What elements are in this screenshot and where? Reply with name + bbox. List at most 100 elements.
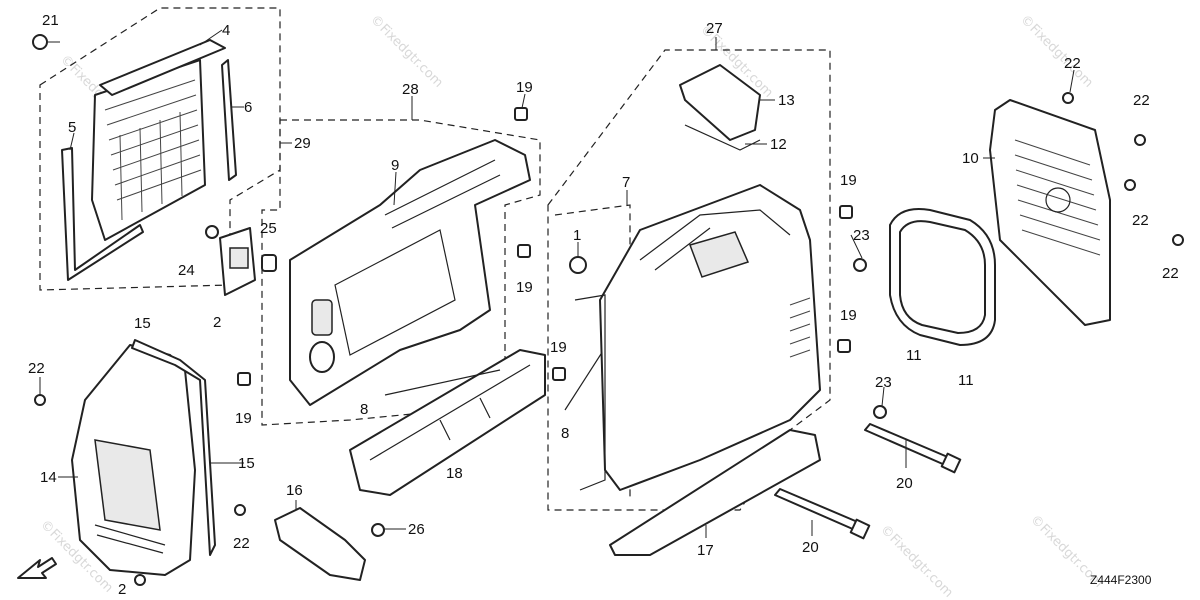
nut-23b bbox=[873, 405, 887, 419]
skirt-17 bbox=[609, 429, 821, 556]
callout-20: 20 bbox=[802, 539, 819, 556]
part-lower-rail bbox=[349, 349, 546, 496]
callout-23: 23 bbox=[853, 227, 870, 244]
callout-15: 15 bbox=[238, 455, 255, 472]
leader bbox=[1069, 69, 1075, 93]
bracket-16 bbox=[274, 507, 366, 581]
bolt-22a bbox=[1062, 92, 1074, 104]
callout-21: 21 bbox=[42, 12, 59, 29]
callout-19: 19 bbox=[516, 279, 533, 296]
frame-28-inner bbox=[554, 204, 631, 500]
callout-2: 2 bbox=[213, 314, 221, 331]
callout-12: 12 bbox=[770, 136, 787, 153]
part-bolts-20 bbox=[774, 423, 962, 540]
leader-lines bbox=[39, 29, 1075, 538]
callout-25: 25 bbox=[260, 220, 277, 237]
callout-20: 20 bbox=[896, 475, 913, 492]
callout-22: 22 bbox=[1064, 55, 1081, 72]
bolt-22b bbox=[1134, 134, 1146, 146]
front-arrow-icon bbox=[17, 557, 57, 579]
cover-7-handle bbox=[639, 209, 791, 271]
callout-14: 14 bbox=[40, 469, 57, 486]
callout-8: 8 bbox=[561, 425, 569, 442]
watermark: ©Fixedgtr.com bbox=[1017, 12, 1096, 91]
callout-16: 16 bbox=[286, 482, 303, 499]
callout-8: 8 bbox=[360, 401, 368, 418]
rod-8a bbox=[384, 369, 501, 396]
clip-25 bbox=[261, 254, 277, 272]
screw-24 bbox=[205, 225, 219, 239]
callout-22: 22 bbox=[1162, 265, 1179, 282]
frame-9-knob bbox=[311, 299, 333, 336]
bolt-22c bbox=[1124, 179, 1136, 191]
part-lid bbox=[679, 64, 761, 151]
frame-9-port bbox=[309, 341, 335, 373]
callout-13: 13 bbox=[778, 92, 795, 109]
callout-19: 19 bbox=[516, 79, 533, 96]
end-cover-10 bbox=[989, 99, 1111, 326]
part-front-panel bbox=[71, 339, 216, 576]
callout-17: 17 bbox=[697, 542, 714, 559]
bolt-22e bbox=[34, 394, 46, 406]
bolt-20a bbox=[864, 423, 951, 466]
lid-13 bbox=[679, 64, 761, 141]
leader bbox=[393, 171, 397, 206]
callout-23: 23 bbox=[875, 374, 892, 391]
clip-19e bbox=[839, 205, 853, 219]
rail-18 bbox=[349, 349, 546, 496]
bolt-20b-head bbox=[849, 518, 871, 540]
part-rear-grille bbox=[32, 34, 237, 281]
front-panel-vents bbox=[94, 524, 166, 554]
cover-7-recess bbox=[689, 231, 750, 278]
callout-7: 7 bbox=[622, 174, 630, 191]
clip-19f bbox=[837, 339, 851, 353]
seal-15 bbox=[131, 339, 216, 556]
callout-24: 24 bbox=[178, 262, 195, 279]
seal-11b bbox=[899, 220, 986, 334]
leader bbox=[850, 234, 863, 259]
front-panel-opening bbox=[94, 439, 161, 531]
callout-11: 11 bbox=[906, 347, 922, 364]
clip-19c bbox=[237, 372, 251, 386]
cover-7-body bbox=[599, 184, 821, 491]
screw-26 bbox=[371, 523, 385, 537]
frame-9-window bbox=[334, 229, 456, 356]
callout-19: 19 bbox=[550, 339, 567, 356]
callout-19: 19 bbox=[840, 307, 857, 324]
callout-22: 22 bbox=[1132, 212, 1149, 229]
grille-slats bbox=[104, 79, 202, 221]
part-skirt-17 bbox=[609, 429, 821, 556]
callout-9: 9 bbox=[391, 157, 399, 174]
bolt-22f bbox=[234, 504, 246, 516]
watermark: ©Fixedgtr.com bbox=[367, 12, 446, 91]
bolt-21 bbox=[32, 34, 48, 50]
leader bbox=[69, 132, 75, 151]
callout-29: 29 bbox=[294, 135, 311, 152]
callout-2: 2 bbox=[118, 581, 126, 598]
callout-10: 10 bbox=[962, 150, 979, 167]
gasket-12 bbox=[684, 124, 761, 151]
bolt-22d bbox=[1172, 234, 1184, 246]
screw-2b bbox=[134, 574, 146, 586]
seal-strip-4 bbox=[99, 39, 226, 96]
part-inner-frame bbox=[289, 139, 531, 406]
clip-19b bbox=[517, 244, 531, 258]
part-seals-11 bbox=[889, 208, 996, 346]
callout-26: 26 bbox=[408, 521, 425, 538]
frame-9-handle bbox=[384, 159, 501, 229]
cover-7-edge bbox=[574, 294, 606, 491]
clip-19a bbox=[514, 107, 528, 121]
callout-22: 22 bbox=[1133, 92, 1150, 109]
bolt-20b bbox=[774, 488, 861, 531]
callout-15: 15 bbox=[134, 315, 151, 332]
end-cover-hub bbox=[1045, 187, 1071, 213]
leader bbox=[199, 29, 223, 46]
callout-labels: 21 4 6 5 29 28 9 19 27 13 12 22 22 10 22… bbox=[28, 12, 1179, 598]
callout-6: 6 bbox=[244, 99, 252, 116]
callout-22: 22 bbox=[28, 360, 45, 377]
callout-5: 5 bbox=[68, 119, 76, 136]
callout-19: 19 bbox=[235, 410, 252, 427]
grommet-1 bbox=[569, 256, 587, 274]
callout-19: 19 bbox=[840, 172, 857, 189]
